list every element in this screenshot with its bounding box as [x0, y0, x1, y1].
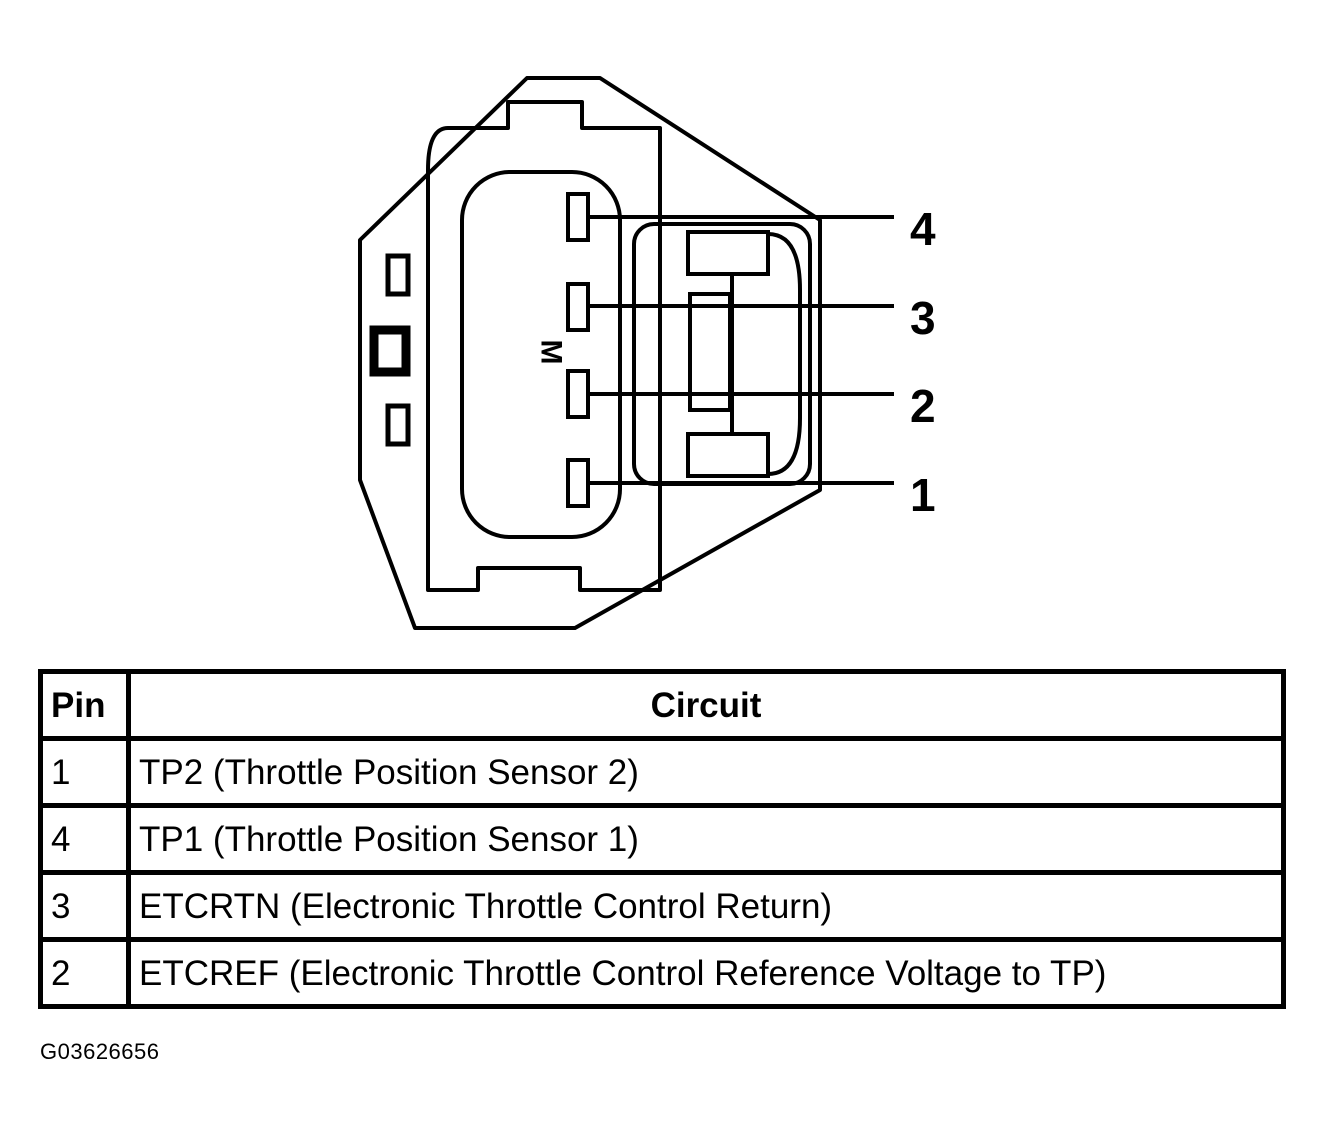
pin-terminal-1: [566, 458, 590, 508]
pin-terminal-2: [566, 369, 590, 419]
pin-label-3: 3: [910, 292, 936, 344]
connector-pin-cavity: [460, 170, 622, 539]
connector-inner-shell: [426, 100, 662, 592]
connector-face-diagram: M 4 3 2 1: [358, 76, 936, 630]
circuit-cell: TP2 (Throttle Position Sensor 2): [126, 736, 1286, 808]
circuit-cell: ETCRTN (Electronic Throttle Control Retu…: [126, 870, 1286, 942]
pin-cell: 4: [38, 803, 131, 875]
pin-cell: 3: [38, 870, 131, 942]
pin-label-2: 2: [910, 380, 936, 432]
pin-terminal-4: [566, 192, 590, 242]
pin-cell: 1: [38, 736, 131, 808]
circuit-cell: ETCREF (Electronic Throttle Control Refe…: [126, 937, 1286, 1009]
pin-terminal-3: [566, 282, 590, 332]
table-row: 2 ETCREF (Electronic Throttle Control Re…: [38, 937, 1286, 1009]
connector-outer-housing: [358, 76, 822, 630]
housing-marker-letter: M: [535, 340, 568, 365]
pin-circuit-table: Pin Circuit 1 TP2 (Throttle Position Sen…: [38, 669, 1286, 1009]
side-slot-middle: [369, 325, 411, 377]
circuit-cell: TP1 (Throttle Position Sensor 1): [126, 803, 1286, 875]
pin-label-4: 4: [910, 203, 936, 255]
pin-label-1: 1: [910, 469, 936, 521]
column-header-circuit: Circuit: [126, 669, 1286, 741]
table-row: 3 ETCRTN (Electronic Throttle Control Re…: [38, 870, 1286, 942]
table-row: 1 TP2 (Throttle Position Sensor 2): [38, 736, 1286, 808]
figure-id-label: G03626656: [40, 1039, 160, 1064]
side-slot-lower: [385, 403, 411, 447]
side-slot-upper: [385, 253, 411, 297]
table-row: 4 TP1 (Throttle Position Sensor 1): [38, 803, 1286, 875]
pin-cell: 2: [38, 937, 131, 1009]
table-header-row: Pin Circuit: [38, 669, 1286, 741]
column-header-pin: Pin: [38, 669, 131, 741]
